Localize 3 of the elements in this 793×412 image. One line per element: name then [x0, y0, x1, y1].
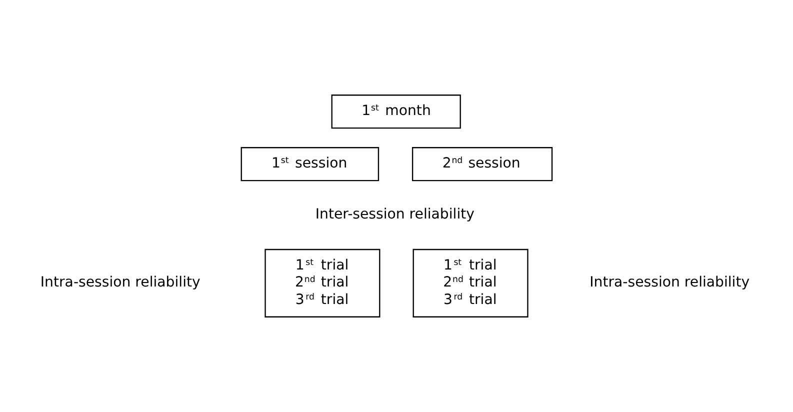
- label: Intra-session reliability: [590, 274, 750, 291]
- label: Intra-session reliability: [40, 274, 200, 291]
- label: Inter-session reliability: [315, 206, 475, 222]
